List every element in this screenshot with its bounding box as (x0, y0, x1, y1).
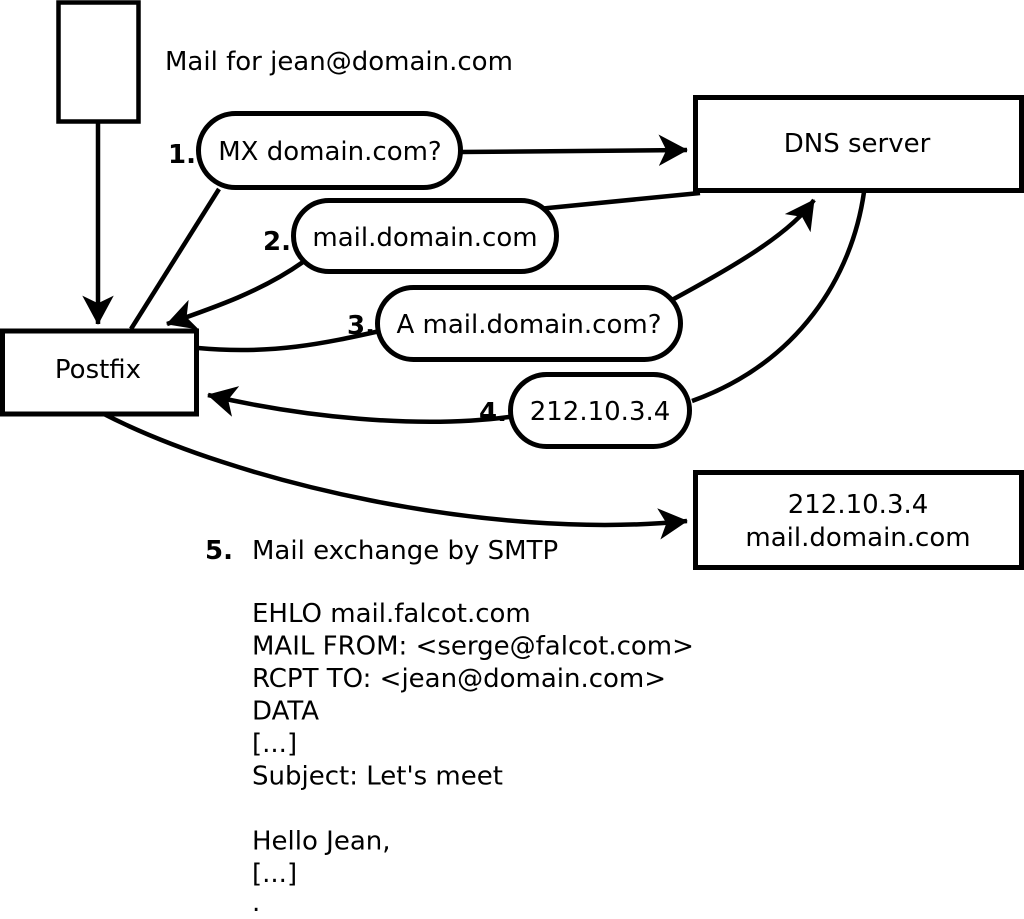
smtp-session-line: [...] (252, 859, 297, 889)
smtp-session-line: [...] (252, 729, 297, 759)
step2-pill (291, 198, 559, 274)
diagram-title: Mail for jean@domain.com (165, 47, 513, 77)
arrow-step4-to-postfix (207, 386, 510, 424)
diagram-edges (82, 122, 867, 540)
edge-dns-to-step2 (537, 190, 701, 212)
step3-group: 3. A mail.domain.com? (347, 285, 683, 362)
arrow-postfix-to-mailserver (100, 411, 688, 540)
step1-label: MX domain.com? (218, 137, 441, 167)
smtp-session-line: . (252, 888, 260, 918)
step2-label: mail.domain.com (312, 223, 537, 253)
dns-server-label: DNS server (784, 129, 931, 159)
dns-server-box (693, 95, 1024, 193)
step3-number: 3. (347, 311, 375, 341)
arrow-step3-to-dns (668, 198, 816, 303)
edge-dns-to-step4 (691, 191, 867, 404)
mail-server-ip-label: 212.10.3.4 (788, 490, 929, 520)
step1-number: 1. (168, 140, 196, 170)
arrow-step1-to-dns (459, 134, 688, 166)
mail-message-icon (56, 0, 141, 124)
smtp-session-line: Hello Jean, (252, 827, 391, 857)
smtp-session-line: RCPT TO: <jean@domain.com> (252, 664, 666, 694)
step3-pill (375, 285, 683, 362)
step1-pill (196, 111, 463, 190)
arrow-step2-to-postfix (166, 260, 305, 330)
smtp-session-transcript: EHLO mail.falcot.com MAIL FROM: <serge@f… (252, 599, 694, 918)
smtp-session-line: EHLO mail.falcot.com (252, 599, 531, 629)
mail-server-box (693, 470, 1024, 570)
smtp-session-line: Subject: Let's meet (252, 762, 503, 792)
smtp-session-line: DATA (252, 697, 319, 727)
step5-label: Mail exchange by SMTP (252, 536, 558, 566)
postfix-label: Postfix (55, 355, 141, 385)
step4-pill (508, 372, 692, 449)
step3-label: A mail.domain.com? (397, 310, 662, 340)
step2-number: 2. (263, 227, 291, 257)
mail-server-host-label: mail.domain.com (745, 523, 970, 553)
edge-postfix-to-step3 (197, 328, 381, 353)
step5-number: 5. (205, 536, 233, 566)
edge-postfix-to-step1 (129, 187, 221, 331)
postfix-box (0, 328, 199, 417)
step2-group: 2. mail.domain.com (263, 198, 559, 274)
step4-label: 212.10.3.4 (530, 397, 671, 427)
smtp-session-line: MAIL FROM: <serge@falcot.com> (252, 632, 694, 662)
step4-group: 4. 212.10.3.4 (479, 372, 692, 449)
step5-group: 5. Mail exchange by SMTP (205, 536, 558, 566)
step1-group: 1. MX domain.com? (168, 111, 463, 190)
step4-number: 4. (479, 398, 507, 428)
